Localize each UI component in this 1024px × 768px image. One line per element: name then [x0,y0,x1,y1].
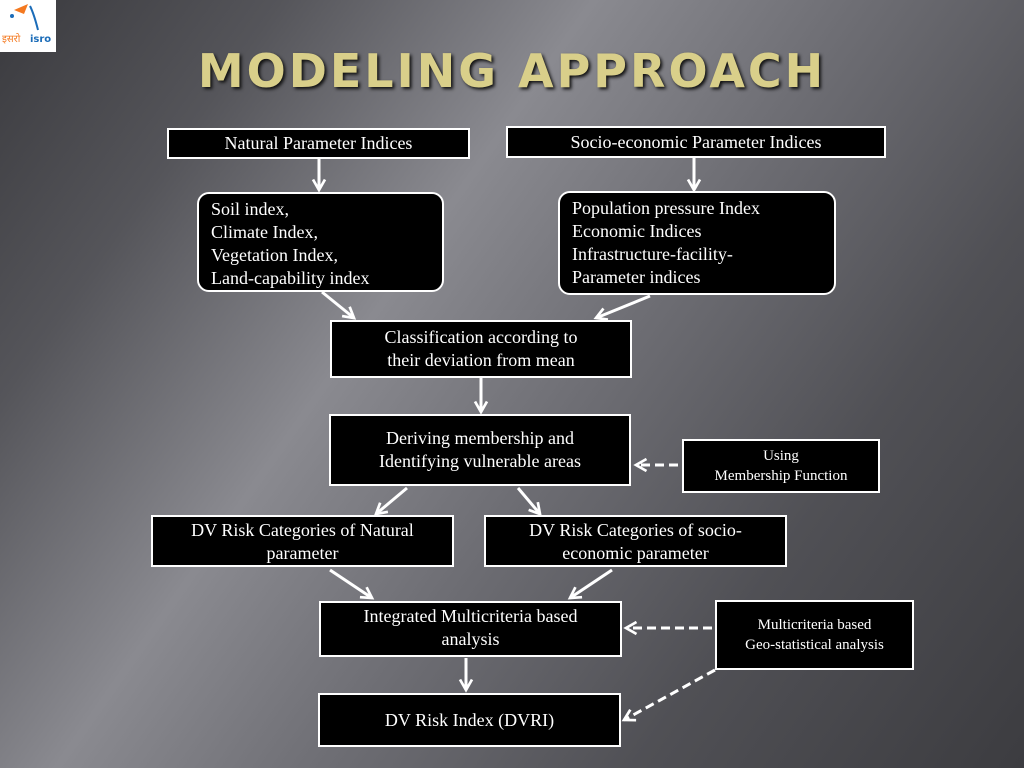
membership-box: Deriving membership and Identifying vuln… [329,414,631,486]
arrow-natural-indices-to-classification [321,290,357,320]
arrow-geo-to-dvri-dashed [621,668,716,722]
classification-box: Classification according to their deviat… [330,320,632,378]
socio-indices-box: Population pressure Index Economic Indic… [558,191,836,295]
natural-parameter-indices-label: Natural Parameter Indices [224,133,413,153]
classification-label: Classification according to their deviat… [384,327,578,370]
isro-logo: इसरो isro [0,0,56,52]
arrow-membership-to-dv-socio [516,487,542,517]
socio-economic-parameter-indices-label: Socio-economic Parameter Indices [570,131,822,152]
geo-statistical-label: Multicriteria based Geo-statistical anal… [745,617,884,653]
arrow-membership-to-dv-natural [373,486,408,516]
natural-indices-box: Soil index, Climate Index, Vegetation In… [197,192,444,292]
logo-latin-text: isro [30,34,51,45]
dv-natural-box: DV Risk Categories of Natural parameter [151,515,454,567]
arrow-socio-indices-to-classification [593,294,651,321]
geo-statistical-box: Multicriteria based Geo-statistical anal… [715,600,914,670]
isro-logo-icon: इसरो isro [2,4,51,45]
dvri-box: DV Risk Index (DVRI) [318,693,621,747]
dv-socio-box: DV Risk Categories of socio- economic pa… [484,515,787,567]
socio-economic-parameter-indices-box: Socio-economic Parameter Indices [506,126,886,158]
arrow-dv-socio-to-integrated [567,568,613,600]
arrow-dv-natural-to-integrated [329,568,375,600]
membership-label: Deriving membership and Identifying vuln… [379,428,581,471]
logo-hindi-text: इसरो [2,33,21,45]
natural-parameter-indices-box: Natural Parameter Indices [167,128,470,159]
page-title: MODELING APPROACH [197,44,827,98]
membership-function-box: Using Membership Function [682,439,880,493]
dv-natural-label: DV Risk Categories of Natural parameter [191,520,414,563]
membership-function-label: Using Membership Function [714,448,848,484]
dvri-label: DV Risk Index (DVRI) [384,709,555,730]
natural-indices-label: Soil index, Climate Index, Vegetation In… [211,199,370,288]
dv-socio-label: DV Risk Categories of socio- economic pa… [529,520,742,563]
integrated-analysis-label: Integrated Multicriteria based analysis [363,606,578,649]
integrated-analysis-box: Integrated Multicriteria based analysis [319,601,622,657]
socio-indices-label: Population pressure Index Economic Indic… [572,198,760,287]
